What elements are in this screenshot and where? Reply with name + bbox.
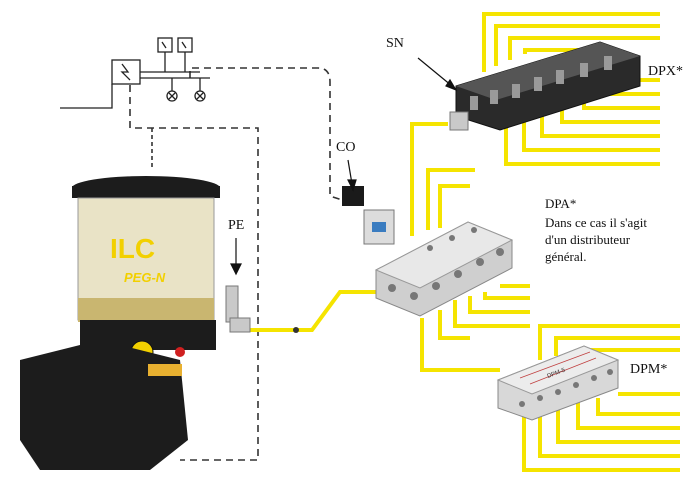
dpx-label: DPX* [648,64,684,79]
pe-label: PE [228,218,245,233]
line-dpa-b3 [468,296,530,314]
pe-fitting [225,285,239,323]
wire-pump-control [129,85,259,461]
line-dpa-b4 [483,292,530,300]
line-dpx-t3 [508,36,660,60]
pump-model-text: PEG-N [124,270,166,285]
pump-brand-text: ILC [110,233,155,264]
sn-label: SN [386,36,404,51]
line-dpa-dpm [420,318,500,372]
line-dpa-dpx [410,122,448,236]
line-dpm-b5 [596,398,680,416]
control-schematic [60,37,210,109]
line-dpa-top2 [438,184,470,228]
sn-switch [449,111,469,131]
wire-controller-co [189,67,343,201]
line-dpx-t1 [482,12,660,72]
line-dpm-t1 [538,324,680,360]
lightning-icon [120,63,131,81]
relay-2 [177,37,193,53]
line-dpm-b4 [576,402,680,430]
lamp-wires [60,78,201,109]
dpm-label: DPM* [630,362,668,377]
line-dpa-top1 [426,168,475,230]
co-connector [342,186,364,206]
pump-motor [20,340,188,470]
line-dpx-t2 [494,24,660,66]
dpa-label: DPA* [545,196,577,211]
relay-1 [157,37,173,53]
co-label: CO [336,140,356,155]
sn-arrow [417,57,453,87]
line-dpx-b2 [522,112,660,152]
line-dpx-b1 [504,120,660,166]
dpx-distributor [449,41,641,131]
line-dpa-b1 [438,310,470,340]
callout-arrows [230,57,458,276]
dpa-note-line-1: Dans ce cas il s'agit [545,215,647,230]
schematic-wires [140,52,210,79]
lamp-crosses [168,92,204,100]
dpm-distributor: DPM-5 [496,345,620,421]
dpa-distributor [342,186,514,317]
relay-contacts [161,41,187,49]
dpa-note-line-2: d'un distributeur [545,232,631,247]
line-dpm-b3 [556,406,680,444]
dpa-note: Dans ce cas il s'agit d'un distributeur … [545,214,647,265]
line-dpm-t2 [554,336,680,356]
electrical-wiring [129,67,343,461]
line-dpm-b2 [538,410,680,458]
pump-unit: ILC PEG-N [20,176,299,470]
line-dpm-b1 [522,412,680,472]
dpa-note-line-3: général. [545,249,587,264]
line-dpa-b2 [453,300,530,328]
line-pump-dpa [248,290,376,332]
